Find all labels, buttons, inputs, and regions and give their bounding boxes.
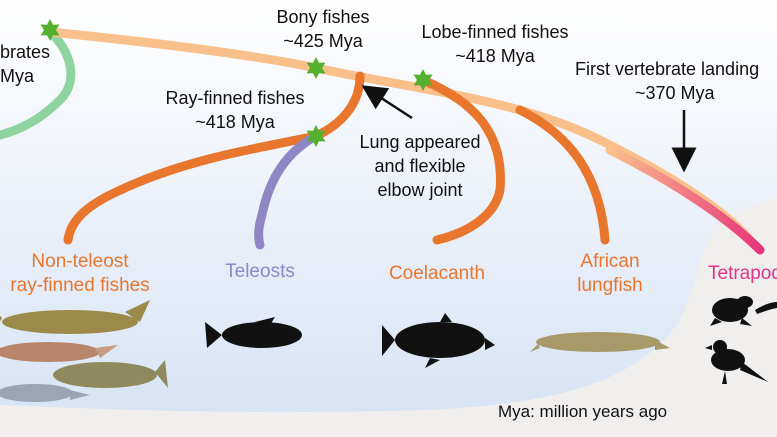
first-landing-age: ~370 Mya — [635, 83, 715, 103]
node-stars — [40, 19, 433, 147]
bony-fishes-age: ~425 Mya — [283, 31, 363, 51]
teleost-silhouette — [205, 317, 302, 348]
ray-finned-label: Ray-finned fishes ~418 Mya — [140, 86, 330, 134]
vertebrate-branch — [0, 27, 76, 140]
lungfish-branch — [515, 105, 610, 245]
lung-label: Lung appeared and flexible elbow joint — [340, 130, 500, 202]
lungfish-image — [530, 332, 670, 352]
coelacanth-name: Coelacanth — [388, 263, 486, 284]
coelacanth-silhouette — [382, 313, 495, 368]
tetrapod-branch — [605, 145, 765, 255]
lobe-finned-name: Lobe-finned fishes — [421, 22, 569, 42]
taxon-non-teleost: Non-teleost ray-finned fishes — [0, 250, 160, 298]
frog-silhouette — [710, 296, 753, 326]
ray-finned-branch — [63, 71, 365, 245]
bowfin-image — [53, 360, 168, 388]
first-landing-name: First vertebrate landing — [575, 59, 760, 79]
lungfish-line2: lungfish — [577, 275, 643, 296]
lung-line3: elbow joint — [377, 180, 463, 200]
lobe-finned-label: Lobe-finned fishes ~418 Mya — [395, 20, 595, 68]
star-node-bony-fishes-icon — [306, 57, 326, 79]
footnote: Mya: million years ago — [498, 402, 668, 421]
sturgeon-image — [0, 342, 118, 362]
teleost-branch — [254, 131, 321, 250]
first-landing-label: First vertebrate landing ~370 Mya — [575, 57, 777, 105]
ray-finned-age: ~418 Mya — [195, 112, 275, 132]
bony-fishes-label: Bony fishes ~425 Mya — [253, 5, 393, 53]
non-teleost-line1: Non-teleost — [31, 251, 129, 272]
lungfish-line1: African — [580, 251, 640, 272]
star-node-lobe-finned-icon — [413, 69, 433, 91]
star-node-vertebrates-icon — [40, 19, 60, 41]
bird-silhouette — [705, 340, 768, 384]
vertebrates-age: Mya — [0, 66, 35, 86]
bichir-image — [0, 300, 150, 334]
land-area — [0, 198, 777, 437]
lung-line2: and flexible — [374, 156, 466, 176]
coelacanth-branch — [418, 75, 505, 245]
teleosts-name: Teleosts — [225, 261, 295, 282]
bony-fishes-name: Bony fishes — [276, 7, 370, 27]
paddlefish-image — [0, 384, 90, 402]
ray-finned-name: Ray-finned fishes — [165, 88, 305, 108]
lobe-finned-age: ~418 Mya — [455, 46, 535, 66]
lizard-silhouette — [755, 302, 777, 314]
taxon-tetrapods: Tetrapods — [708, 262, 777, 286]
tetrapods-name: Tetrapods — [708, 263, 777, 284]
vertebrates-name: brates — [0, 42, 51, 62]
star-node-ray-finned-icon — [306, 125, 326, 147]
taxon-coelacanth: Coelacanth — [362, 262, 512, 286]
vertebrates-label: brates Mya — [0, 40, 50, 88]
lung-line1: Lung appeared — [359, 132, 481, 152]
non-teleost-line2: ray-finned fishes — [10, 275, 150, 296]
lung-arrow-icon — [361, 85, 413, 120]
taxon-teleosts: Teleosts — [195, 260, 325, 284]
taxon-lungfish: African lungfish — [545, 250, 675, 298]
